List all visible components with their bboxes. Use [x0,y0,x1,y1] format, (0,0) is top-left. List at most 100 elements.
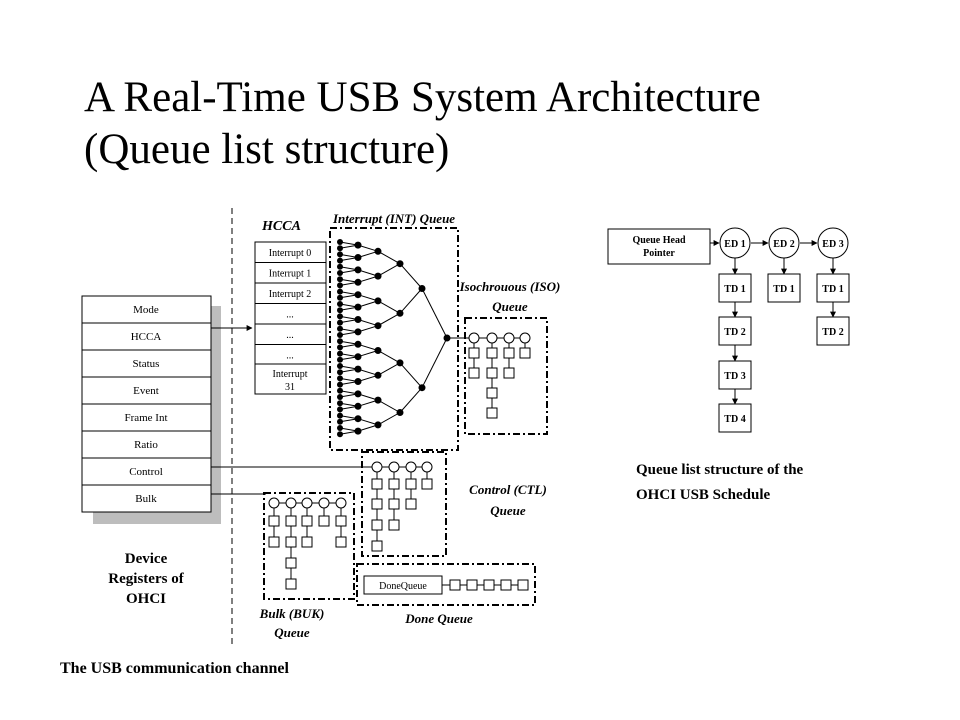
hcca-title: HCCA [261,219,301,234]
ctl-td [405,498,417,510]
transfer-descriptor [816,273,850,303]
iso-td [468,347,480,359]
bulk-td [285,536,297,548]
iso-endpoint [503,332,515,344]
done-queue-head-label: DoneQueue [379,581,427,592]
ctl-queue-box [361,451,447,557]
ohci-schedule: Queue Head Pointer ED 1 ED 2 ED 3 TD 1 TD 2 T… [607,227,850,433]
iso-queue-label-1: Isochrouous (ISO) [459,279,561,294]
int-tree-edge [421,337,448,388]
transfer-descriptor-label: TD 1 [724,284,745,295]
register-row [81,484,212,513]
title-line-2: (Queue list structure) [84,126,450,173]
transfer-descriptor-label: TD 4 [724,414,745,425]
int-tree-edge [377,312,401,327]
int-tree-edge [377,412,401,426]
int-tree-edge [399,263,423,289]
register-label: Event [133,385,159,397]
right-caption-line-2: OHCI USB Schedule [636,487,771,503]
transfer-descriptor [767,273,801,303]
int-tree-edge [377,263,401,277]
left-caption: The USB communication channel [60,660,289,677]
ctl-td [388,519,400,531]
int-tree-edge [377,250,401,265]
ctl-td [371,540,383,552]
right-caption: Queue list structure of the OHCI USB Sch… [636,458,803,508]
transfer-descriptor-label: TD 1 [822,284,843,295]
register-label: Bulk [135,493,157,505]
bulk-td [285,557,297,569]
done-queue-box [356,563,536,606]
iso-queue: Isochrouous (ISO) Queue [459,279,561,435]
int-tree-edge [399,387,423,413]
transfer-descriptor [718,403,752,433]
slide-title: A Real-Time USB System Architecture (Que… [84,72,924,176]
bulk-endpoint [268,497,280,509]
done-td [483,579,495,591]
int-tree-edge [399,288,423,314]
transfer-descriptor-label: TD 3 [724,371,745,382]
transfer-descriptor-label: TD 2 [822,327,843,338]
register-row [81,376,212,405]
registers-caption-1: Device [125,551,168,567]
register-row [81,457,212,486]
bulk-endpoint [318,497,330,509]
ctl-td [371,498,383,510]
bulk-td [268,515,280,527]
hcca-row-last [254,363,327,395]
iso-td [486,347,498,359]
queue-head-pointer [607,228,711,265]
iso-td [503,347,515,359]
ctl-td [371,519,383,531]
endpoint-descriptor-label: ED 2 [773,239,794,250]
int-tree-edge [399,362,423,389]
hcca-last-line-2: 31 [285,382,295,393]
done-td [517,579,529,591]
done-td [500,579,512,591]
iso-endpoint [486,332,498,344]
endpoint-descriptor-label: ED 1 [724,239,745,250]
register-label: Control [129,466,163,478]
hcca-row-label: ... [286,310,294,321]
int-queue-box [329,227,459,451]
endpoint-descriptor-label: ED 3 [822,239,843,250]
iso-td [486,387,498,399]
transfer-descriptor [718,273,752,303]
bulk-queue: Bulk (BUK) Queue [211,492,355,640]
bulk-queue-label-1: Bulk (BUK) [259,606,325,621]
int-tree-edge [377,300,401,314]
hcca-row-label: ... [286,330,294,341]
queue-head-pointer-line-2: Pointer [643,248,675,259]
iso-endpoint [468,332,480,344]
bulk-td [335,536,347,548]
int-tree-edge [421,288,448,339]
transfer-descriptor [816,316,850,346]
register-row [81,349,212,378]
bulk-td [335,515,347,527]
bulk-queue-label-2: Queue [274,625,310,640]
done-td [449,579,461,591]
iso-queue-label-2: Queue [492,299,528,314]
bulk-td [285,515,297,527]
ctl-endpoint [405,461,417,473]
iso-queue-box [464,317,548,435]
bulk-td [285,578,297,590]
bulk-td [301,515,313,527]
int-tree-edge [377,350,401,364]
register-label: Frame Int [124,412,167,424]
queue-head-pointer-line-1: Queue Head [632,235,685,246]
register-label: Mode [133,304,159,316]
bulk-endpoint [335,497,347,509]
iso-td [519,347,531,359]
ctl-td [405,478,417,490]
iso-td [503,367,515,379]
int-tree-edge [377,362,401,376]
bulk-td [301,536,313,548]
iso-endpoint [519,332,531,344]
hcca-row-label: Interrupt 1 [269,269,312,280]
ctl-queue-label-1: Control (CTL) [469,482,547,497]
iso-td [486,407,498,419]
